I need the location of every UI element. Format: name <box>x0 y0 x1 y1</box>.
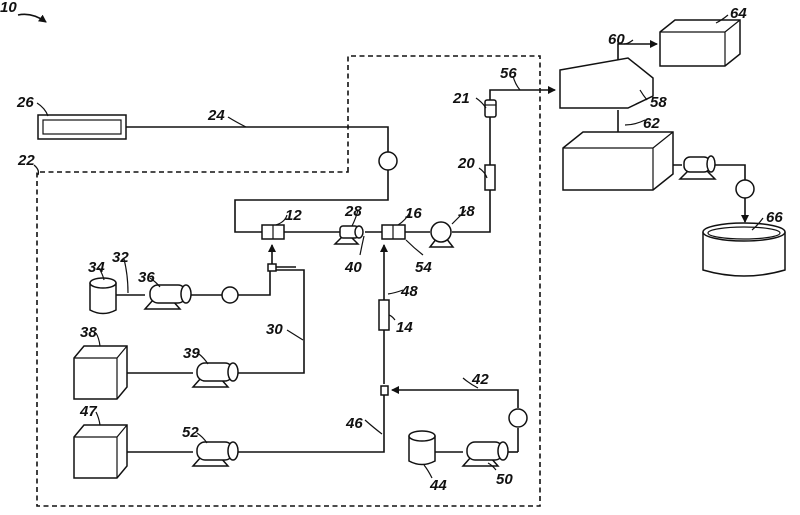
label-39: 39 <box>183 345 200 362</box>
label-50: 50 <box>496 471 513 488</box>
pump-50 <box>463 442 508 466</box>
tank-44 <box>409 431 435 465</box>
label-46: 46 <box>345 415 363 432</box>
mixer-12 <box>262 225 284 239</box>
label-26: 26 <box>16 94 34 111</box>
pump-right <box>680 156 715 179</box>
label-21: 21 <box>452 90 470 107</box>
sensor-66 <box>736 180 754 198</box>
label-52: 52 <box>182 424 199 441</box>
tee-fittings <box>268 264 388 395</box>
label-16: 16 <box>405 205 422 222</box>
line-56 <box>490 90 555 100</box>
tee-12-feed <box>268 264 276 271</box>
label-28: 28 <box>344 203 362 220</box>
label-24: 24 <box>207 107 225 124</box>
box-47 <box>74 425 127 478</box>
label-60: 60 <box>608 31 625 48</box>
line-42-b <box>392 390 518 408</box>
component-14 <box>379 300 389 330</box>
pump-39 <box>193 363 238 387</box>
reference-labels: 10 26 24 22 12 28 16 18 20 21 56 58 60 6… <box>0 0 783 494</box>
label-48: 48 <box>400 283 418 300</box>
label-54: 54 <box>415 259 432 276</box>
tank-66 <box>703 223 785 276</box>
line-pump-66 <box>715 165 745 180</box>
line-32-tee <box>238 270 270 295</box>
box-38 <box>74 346 127 399</box>
tee-14-feed <box>381 386 388 395</box>
label-58: 58 <box>650 94 667 111</box>
pump-18 <box>430 222 453 247</box>
tank-34 <box>90 278 116 314</box>
label-12: 12 <box>285 207 302 224</box>
sensor-32 <box>222 287 238 303</box>
label-44: 44 <box>429 477 447 494</box>
sensor-42 <box>509 409 527 427</box>
component-58 <box>560 58 653 108</box>
label-32: 32 <box>112 249 129 266</box>
label-62: 62 <box>643 115 660 132</box>
component-21 <box>485 100 496 117</box>
label-38: 38 <box>80 324 97 341</box>
label-47: 47 <box>79 403 97 420</box>
label-34: 34 <box>88 259 105 276</box>
label-20: 20 <box>457 155 475 172</box>
label-66: 66 <box>766 209 783 226</box>
sensor-24 <box>379 152 397 170</box>
line-24 <box>126 127 388 152</box>
pump-52 <box>193 442 238 466</box>
label-56: 56 <box>500 65 517 82</box>
label-10: 10 <box>0 0 17 16</box>
label-30: 30 <box>266 321 283 338</box>
component-26 <box>38 115 126 139</box>
label-64: 64 <box>730 5 747 22</box>
label-36: 36 <box>138 269 155 286</box>
reference-arrow-10 <box>18 14 46 22</box>
label-14: 14 <box>396 319 413 336</box>
line-24-return <box>235 170 388 232</box>
label-18: 18 <box>458 203 475 220</box>
pump-28 <box>335 226 363 244</box>
label-40: 40 <box>344 259 362 276</box>
mixer-16 <box>382 225 405 239</box>
label-22: 22 <box>17 152 35 169</box>
pump-36 <box>145 285 191 309</box>
box-62 <box>563 132 673 190</box>
label-42: 42 <box>471 371 489 388</box>
box-64 <box>660 20 740 66</box>
